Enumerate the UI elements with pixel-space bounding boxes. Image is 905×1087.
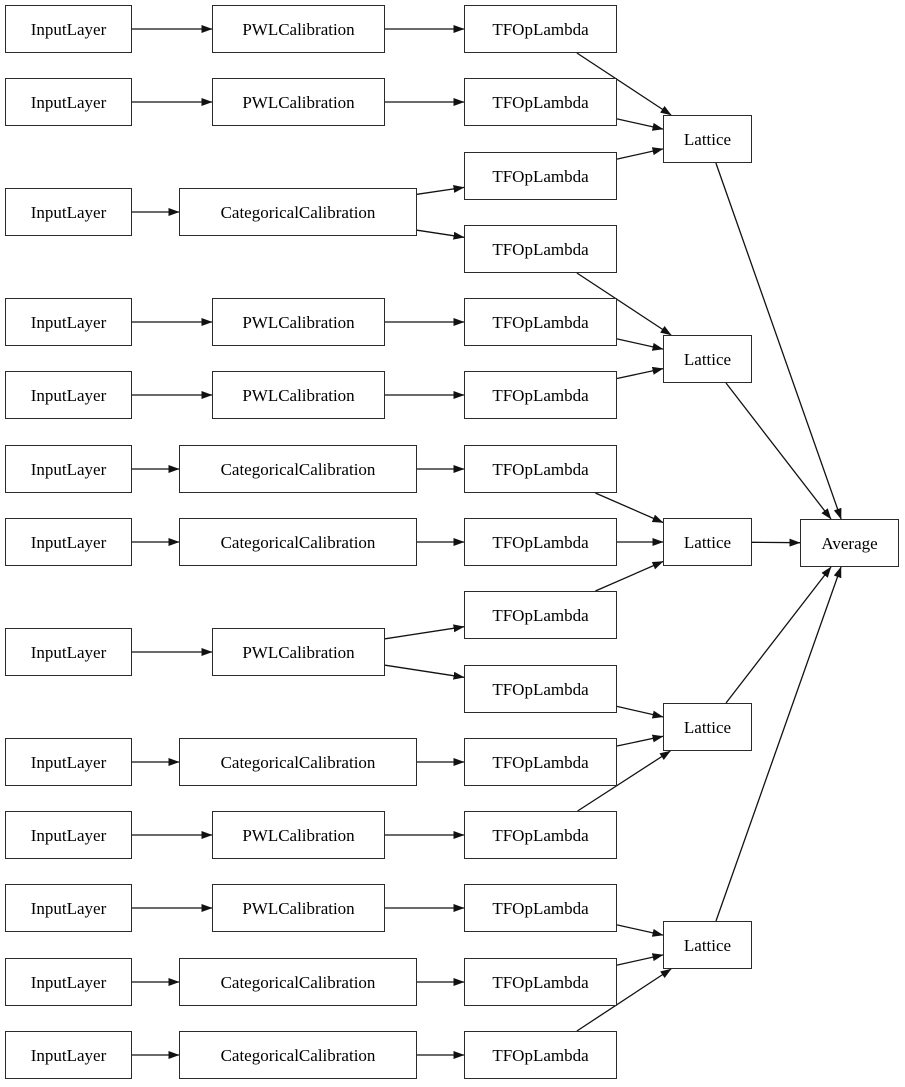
layer-node-cal6: CategoricalCalibration — [179, 445, 417, 493]
edge-t11-to-l4 — [616, 734, 664, 747]
edge-t14-to-l5 — [616, 953, 664, 966]
edge-t9-to-l3 — [595, 560, 664, 592]
layer-node-cal10: PWLCalibration — [212, 811, 385, 859]
edge-t15-to-l5 — [576, 968, 672, 1032]
edge-l1-to-avg — [715, 162, 842, 520]
edge-t3-to-l1 — [616, 147, 664, 160]
layer-node-t3: TFOpLambda — [464, 152, 617, 200]
edge-t2-to-l1 — [616, 118, 664, 131]
edge-t7-to-l3 — [595, 492, 664, 524]
layer-node-cal8: PWLCalibration — [212, 628, 385, 676]
edge-t1-to-l1 — [576, 52, 672, 116]
layer-node-cal1: PWLCalibration — [212, 5, 385, 53]
layer-node-cal4: PWLCalibration — [212, 298, 385, 346]
layer-node-t6: TFOpLambda — [464, 371, 617, 419]
layer-node-cal9: CategoricalCalibration — [179, 738, 417, 786]
layer-node-l3: Lattice — [663, 518, 752, 566]
edge-l4-to-avg — [725, 566, 832, 704]
layer-node-t13: TFOpLambda — [464, 884, 617, 932]
layer-node-l2: Lattice — [663, 335, 752, 383]
layer-node-t10: TFOpLambda — [464, 665, 617, 713]
edge-l2-to-avg — [725, 382, 832, 520]
layer-node-il6: InputLayer — [5, 445, 132, 493]
edge-t4-to-l2 — [576, 272, 672, 336]
layer-node-il4: InputLayer — [5, 298, 132, 346]
layer-node-cal13: CategoricalCalibration — [179, 1031, 417, 1079]
layer-node-cal2: PWLCalibration — [212, 78, 385, 126]
edge-t12-to-l4 — [577, 750, 671, 812]
layer-node-il3: InputLayer — [5, 188, 132, 236]
layer-node-t5: TFOpLambda — [464, 298, 617, 346]
layer-node-il9: InputLayer — [5, 738, 132, 786]
layer-node-il12: InputLayer — [5, 958, 132, 1006]
edge-group — [132, 25, 842, 1059]
layer-node-il7: InputLayer — [5, 518, 132, 566]
layer-node-t14: TFOpLambda — [464, 958, 617, 1006]
layer-node-l1: Lattice — [663, 115, 752, 163]
layer-node-il5: InputLayer — [5, 371, 132, 419]
layer-node-il8: InputLayer — [5, 628, 132, 676]
layer-node-t12: TFOpLambda — [464, 811, 617, 859]
layer-node-t9: TFOpLambda — [464, 591, 617, 639]
layer-node-il2: InputLayer — [5, 78, 132, 126]
layer-node-cal7: CategoricalCalibration — [179, 518, 417, 566]
layer-node-avg: Average — [800, 519, 899, 567]
layer-node-l4: Lattice — [663, 703, 752, 751]
layer-node-t4: TFOpLambda — [464, 225, 617, 273]
layer-node-t8: TFOpLambda — [464, 518, 617, 566]
edge-cal3-to-t3 — [416, 184, 465, 195]
layer-node-t15: TFOpLambda — [464, 1031, 617, 1079]
edge-t5-to-l2 — [616, 338, 664, 351]
edge-cal8-to-t9 — [384, 624, 465, 640]
layer-node-cal3: CategoricalCalibration — [179, 188, 417, 236]
edge-t6-to-l2 — [616, 366, 664, 380]
layer-node-t7: TFOpLambda — [464, 445, 617, 493]
layer-node-t1: TFOpLambda — [464, 5, 617, 53]
layer-node-il13: InputLayer — [5, 1031, 132, 1079]
layer-node-t2: TFOpLambda — [464, 78, 617, 126]
edge-l5-to-avg — [715, 566, 842, 922]
layer-node-cal5: PWLCalibration — [212, 371, 385, 419]
edge-t13-to-l5 — [616, 924, 664, 937]
layer-node-l5: Lattice — [663, 921, 752, 969]
edge-cal3-to-t4 — [416, 229, 465, 240]
layer-node-cal11: PWLCalibration — [212, 884, 385, 932]
layer-node-il11: InputLayer — [5, 884, 132, 932]
edge-cal8-to-t10 — [384, 664, 465, 680]
edge-t10-to-l4 — [616, 705, 664, 719]
layer-node-il1: InputLayer — [5, 5, 132, 53]
layer-node-cal12: CategoricalCalibration — [179, 958, 417, 1006]
layer-node-t11: TFOpLambda — [464, 738, 617, 786]
layer-node-il10: InputLayer — [5, 811, 132, 859]
